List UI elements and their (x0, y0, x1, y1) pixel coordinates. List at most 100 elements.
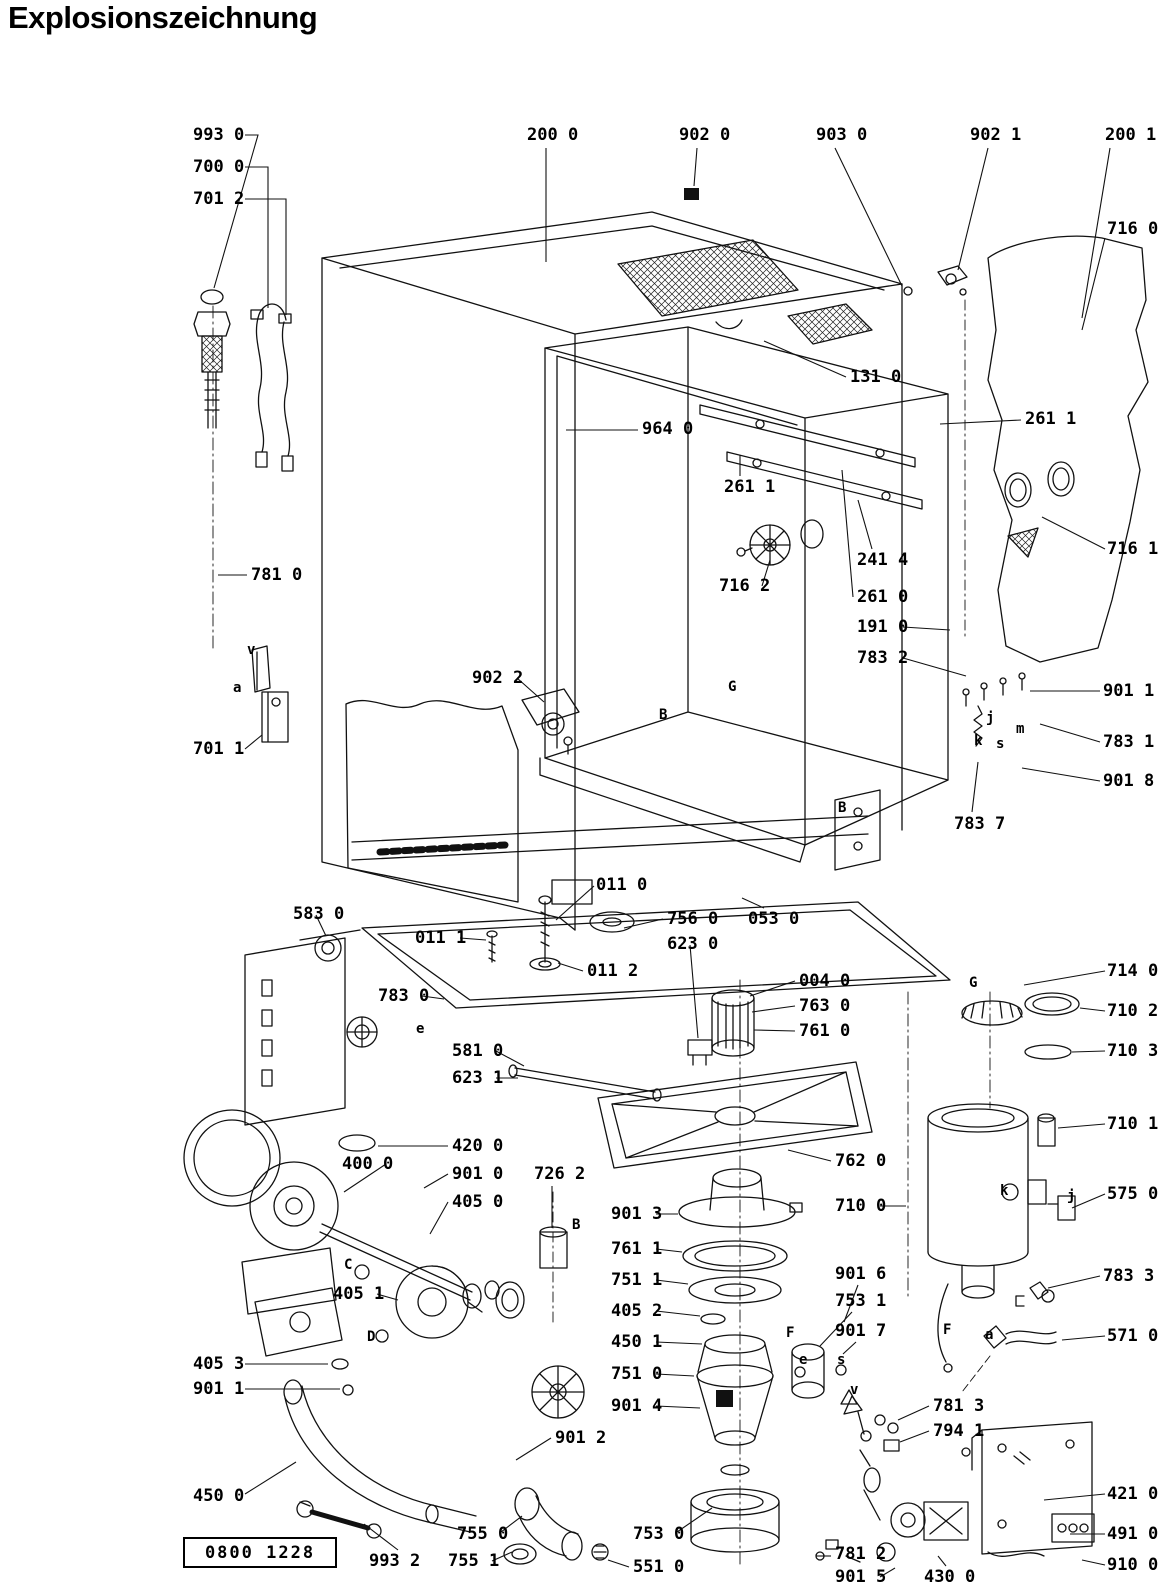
heater-element (508, 1064, 662, 1102)
leader-line (841, 469, 854, 598)
part-number-label: 901 8 (1103, 771, 1155, 791)
part-number-label: 450 1 (611, 1332, 663, 1352)
document-code: 0800 1228 (204, 1542, 316, 1563)
leader-line (1081, 1559, 1106, 1566)
part-number-label: 011 2 (587, 961, 639, 981)
fastener-set (962, 672, 1026, 747)
ref-letter: B (838, 800, 847, 816)
part-number-label: 901 0 (452, 1164, 504, 1184)
leader-line (1043, 1493, 1106, 1501)
leader-line (376, 1293, 399, 1301)
leader-line (315, 914, 327, 937)
ref-letter: a (985, 1327, 994, 1343)
leader-line (1039, 723, 1101, 743)
part-number-label: 011 0 (596, 875, 648, 895)
part-number-label: 762 0 (835, 1151, 887, 1171)
terminal-block (987, 1513, 1095, 1557)
drain-plug (591, 1543, 609, 1561)
ref-letter: v (247, 642, 256, 658)
basket-rails (699, 404, 923, 510)
part-number-label: 901 1 (193, 1379, 245, 1399)
leader-line (500, 1515, 523, 1533)
tub (539, 326, 949, 863)
part-number-label: 623 0 (667, 934, 719, 954)
part-number-label: 710 2 (1107, 1001, 1159, 1021)
part-number-label: 710 1 (1107, 1114, 1159, 1134)
part-number-label: 261 1 (1025, 409, 1077, 429)
part-number-label: 761 0 (799, 1021, 851, 1041)
part-number-label: 421 0 (1107, 1484, 1159, 1504)
leader-line (957, 147, 989, 271)
part-number-label: 581 0 (452, 1041, 504, 1061)
part-number-label: 783 7 (954, 814, 1006, 834)
document-code-box: 0800 1228 (183, 1537, 337, 1568)
part-number-label: 755 0 (457, 1524, 509, 1544)
ref-letter: B (659, 707, 668, 723)
leader-line (857, 499, 873, 550)
wrench (296, 1500, 382, 1539)
motor-assembly (183, 1109, 500, 1396)
ref-letter: m (1016, 721, 1025, 737)
mounting-bracket (961, 1421, 1093, 1555)
part-number-label: 901 5 (835, 1567, 887, 1587)
leader-line (495, 1050, 525, 1067)
filter-tray (597, 1061, 873, 1169)
part-number-label: 575 0 (1107, 1184, 1159, 1204)
part-number-label: 755 1 (448, 1551, 500, 1571)
ref-letter: v (850, 1382, 859, 1398)
part-number-label: 901 7 (835, 1321, 887, 1341)
leader-line (1023, 970, 1106, 986)
part-number-label: 910 0 (1107, 1555, 1159, 1575)
water-inlet-funnel (711, 989, 755, 1057)
part-number-label: 993 0 (193, 125, 245, 145)
check-valve-parts (843, 1395, 881, 1521)
filter-stack (678, 979, 803, 1566)
part-number-label: 783 2 (857, 648, 909, 668)
leader-line (897, 1405, 930, 1421)
part-number-label: 551 0 (633, 1557, 685, 1577)
roller-wheel (736, 519, 824, 566)
part-number-label: 716 2 (719, 576, 771, 596)
leader-line (557, 962, 584, 972)
leader-line (421, 995, 445, 1000)
part-number-label: 191 0 (857, 617, 909, 637)
part-number-label: 405 3 (193, 1354, 245, 1374)
leader-line (753, 1029, 796, 1032)
part-number-label: 261 1 (724, 477, 776, 497)
part-number-label: 901 3 (611, 1204, 663, 1224)
leader-line (1047, 1275, 1101, 1289)
leader-line (363, 1523, 399, 1551)
leader-line (693, 147, 698, 187)
leader-line (939, 419, 1022, 425)
part-number-label: 011 1 (415, 928, 467, 948)
part-number-label: 716 0 (1107, 219, 1159, 239)
leader-line (515, 1437, 552, 1461)
ref-letter: F (786, 1325, 795, 1341)
part-number-label: 714 0 (1107, 961, 1159, 981)
ref-letter: s (996, 736, 1005, 752)
part-number-label: 623 1 (452, 1068, 504, 1088)
part-number-label: 753 1 (835, 1291, 887, 1311)
part-number-label: 902 2 (472, 668, 524, 688)
part-number-label: 993 2 (369, 1551, 421, 1571)
leader-line (689, 944, 699, 1039)
leader-line (655, 1248, 683, 1253)
water-softener (907, 991, 1080, 1373)
leader-line (655, 1373, 695, 1377)
part-number-label: 761 1 (611, 1239, 663, 1259)
control-panel (244, 929, 378, 1126)
leader-line (343, 1163, 387, 1193)
part-number-label: 783 3 (1103, 1266, 1155, 1286)
part-number-label: 716 1 (1107, 539, 1159, 559)
part-number-label: 901 1 (1103, 681, 1155, 701)
inlet-hose-assembly (961, 1281, 1057, 1393)
leader-line (655, 1341, 703, 1345)
leader-line (761, 559, 771, 587)
part-number-label: 700 0 (193, 157, 245, 177)
ref-letter: G (728, 679, 737, 695)
leader-line (655, 1279, 689, 1285)
leader-line (1041, 516, 1106, 550)
